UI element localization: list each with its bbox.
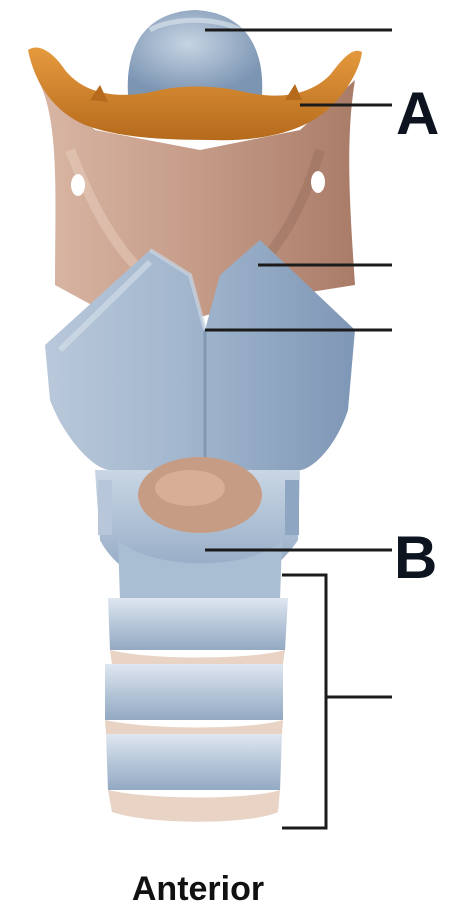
left-foramen: [71, 174, 85, 196]
tracheal-ring: [105, 664, 283, 720]
right-foramen: [311, 171, 325, 193]
annular-ligament: [108, 790, 280, 822]
cricoid-cartilage: [95, 457, 300, 611]
epiglottis: [128, 10, 262, 95]
tracheal-ring: [106, 734, 282, 790]
trachea-bracket: [282, 575, 326, 828]
trachea: [105, 598, 288, 822]
caption-anterior: Anterior: [132, 870, 264, 908]
label-b: B: [394, 524, 437, 591]
label-a: A: [396, 80, 439, 147]
tracheal-ring: [108, 598, 288, 650]
